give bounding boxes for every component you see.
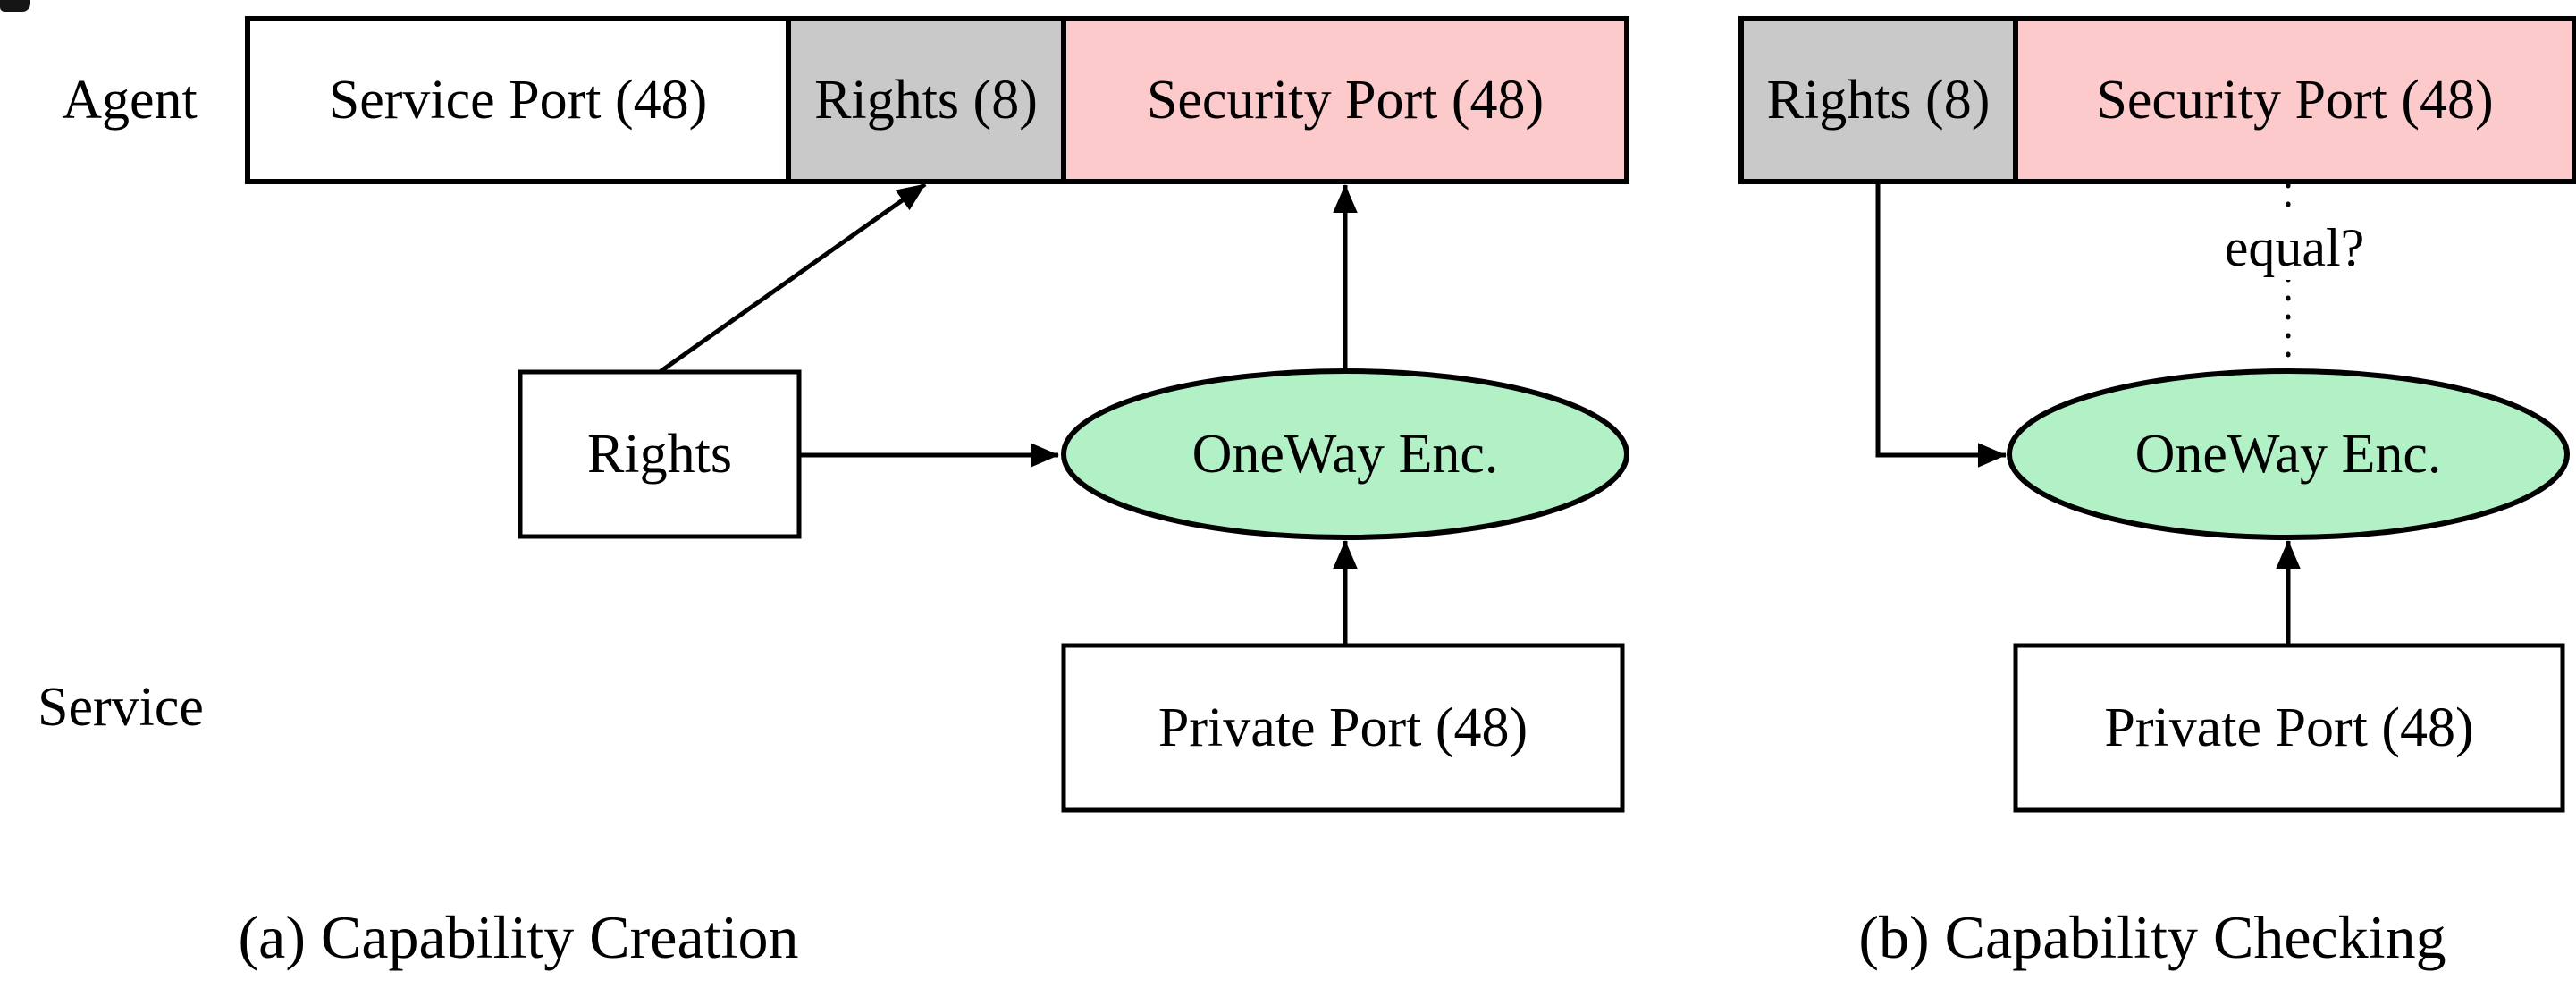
left-service-port-segment <box>245 16 791 184</box>
right-oneway-label: OneWay Enc. <box>2134 423 2442 485</box>
agent-row-label: Agent <box>62 69 198 131</box>
left-rights-segment-label: Rights (8) <box>814 69 1038 131</box>
caption-a: (a) Capability Creation <box>238 902 799 971</box>
right-security-port-label: Security Port (48) <box>2096 69 2494 131</box>
right-security-port-segment <box>2013 16 2576 184</box>
scan-artifact <box>0 0 30 12</box>
equal-label: equal? <box>2178 215 2411 280</box>
left-private-port-box <box>1061 643 1625 813</box>
rights-box <box>518 369 802 539</box>
left-oneway-label: OneWay Enc. <box>1191 423 1499 485</box>
rights-box-label: Rights <box>587 423 732 485</box>
left-service-port-label: Service Port (48) <box>328 69 708 131</box>
arrow-rights-to-rights-segment <box>658 182 927 375</box>
right-rights-segment-label: Rights (8) <box>1766 69 1991 131</box>
right-private-port-box <box>2013 643 2565 813</box>
right-private-port-label: Private Port (48) <box>2104 697 2474 758</box>
left-private-port-label: Private Port (48) <box>1158 697 1528 758</box>
right-oneway-ellipse <box>2007 368 2570 540</box>
service-row-label: Service <box>38 676 204 738</box>
caption-b: (b) Capability Checking <box>1858 902 2446 971</box>
arrow-rights-segment-to-oneway <box>1875 182 2007 468</box>
left-oneway-ellipse <box>1061 368 1629 540</box>
left-security-port-label: Security Port (48) <box>1146 69 1545 131</box>
left-rights-segment <box>786 16 1066 184</box>
left-security-port-segment <box>1061 16 1629 184</box>
